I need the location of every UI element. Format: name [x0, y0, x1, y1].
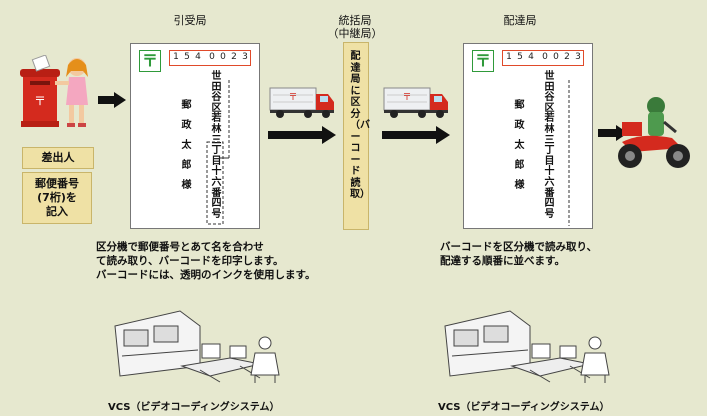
svg-text:〒: 〒 — [34, 94, 46, 108]
pickup-desc-line1: 区分機で郵便番号とあて名を合わせ — [96, 241, 264, 253]
barcode-outline — [206, 80, 230, 225]
delivery-desc-line2: 配達する順番に並べます。 — [440, 255, 565, 267]
flow-arrow-3 — [382, 126, 450, 144]
zip-digit: 4 — [195, 52, 201, 62]
zip-digit: 1 — [506, 52, 512, 62]
flow-arrow-1 — [98, 92, 126, 108]
zip-digit: 5 — [517, 52, 523, 62]
vcs-caption-left: VCS（ビデオコーディングシステム） — [108, 402, 280, 413]
central-office-box: 配達局に区分（バーコード読取） — [343, 42, 370, 230]
delivery-desc-line1: バーコードを区分機で読み取り、 — [440, 241, 598, 253]
zip-digit: 0 — [553, 52, 559, 62]
header-central: 統括局 （中継局） — [325, 14, 385, 40]
delivery-description: バーコードを区分機で読み取り、 配達する順番に並べます。 — [440, 240, 597, 268]
postbox-icon: 〒 — [20, 55, 60, 127]
zip-code-boxes: 1 5 4 0 0 2 3 — [169, 50, 251, 66]
header-delivery: 配達局 — [503, 14, 537, 27]
sender-title: 差出人 — [22, 147, 94, 169]
sender-line1: 郵便番号 — [35, 177, 79, 190]
truck-icon: 〒 — [269, 87, 334, 118]
pickup-desc-line3: バーコードには、透明のインクを使用します。 — [96, 269, 316, 281]
zip-digit: 2 — [231, 52, 237, 62]
motorbike-icon — [618, 97, 690, 168]
recipient-address: 世田谷区若林三丁目十六番四号 — [211, 71, 222, 220]
postal-mark-icon: 〒 — [472, 50, 494, 72]
pickup-description: 区分機で郵便番号とあて名を合わせ て読み取り、バーコードを印字します。 バーコー… — [96, 240, 315, 282]
operator-icon — [250, 336, 280, 383]
operator-icon — [580, 336, 610, 383]
svg-text:〒: 〒 — [402, 93, 411, 103]
recipient-name: 郵政太郎様 — [514, 100, 525, 191]
zip-digit: 5 — [184, 52, 190, 62]
girl-icon — [55, 58, 88, 127]
central-sort-label: 配達局に区分（バーコード読取） — [350, 51, 370, 200]
zip-digit: 3 — [242, 52, 248, 62]
sender-instructions: 郵便番号 (7桁)を 記入 — [22, 172, 92, 224]
barcode-outline — [568, 80, 570, 226]
zip-digit: 2 — [564, 52, 570, 62]
zip-code-boxes: 1 5 4 0 0 2 3 — [502, 50, 584, 66]
zip-digit: 3 — [575, 52, 581, 62]
computer-workstation-icon — [114, 310, 261, 383]
sender-line2: (7桁)を — [37, 191, 77, 204]
postal-mark-icon: 〒 — [139, 50, 161, 72]
postcard-delivery: 〒 1 5 4 0 0 2 3 世田谷区若林三丁目十六番四号 郵政太郎様 — [463, 43, 593, 229]
zip-digit: 0 — [542, 52, 548, 62]
truck-icon: 〒 — [383, 87, 448, 118]
header-pickup: 引受局 — [173, 14, 207, 27]
recipient-address: 世田谷区若林三丁目十六番四号 — [544, 71, 555, 220]
sender-line3: 記入 — [46, 205, 68, 218]
svg-text:〒: 〒 — [288, 93, 297, 103]
header-central-line1: 統括局 — [338, 14, 372, 27]
vcs-caption-right: VCS（ビデオコーディングシステム） — [438, 402, 610, 413]
flow-arrow-2 — [268, 126, 336, 144]
zip-digit: 1 — [173, 52, 179, 62]
postcard-pickup: 〒 1 5 4 0 0 2 3 世田谷区若林三丁目十六番四号 郵政太郎様 — [130, 43, 260, 229]
header-central-line2: （中継局） — [327, 27, 383, 40]
pickup-desc-line2: て読み取り、バーコードを印字します。 — [96, 255, 284, 267]
zip-digit: 4 — [528, 52, 534, 62]
recipient-name: 郵政太郎様 — [181, 100, 192, 191]
zip-digit: 0 — [209, 52, 215, 62]
zip-digit: 0 — [220, 52, 226, 62]
